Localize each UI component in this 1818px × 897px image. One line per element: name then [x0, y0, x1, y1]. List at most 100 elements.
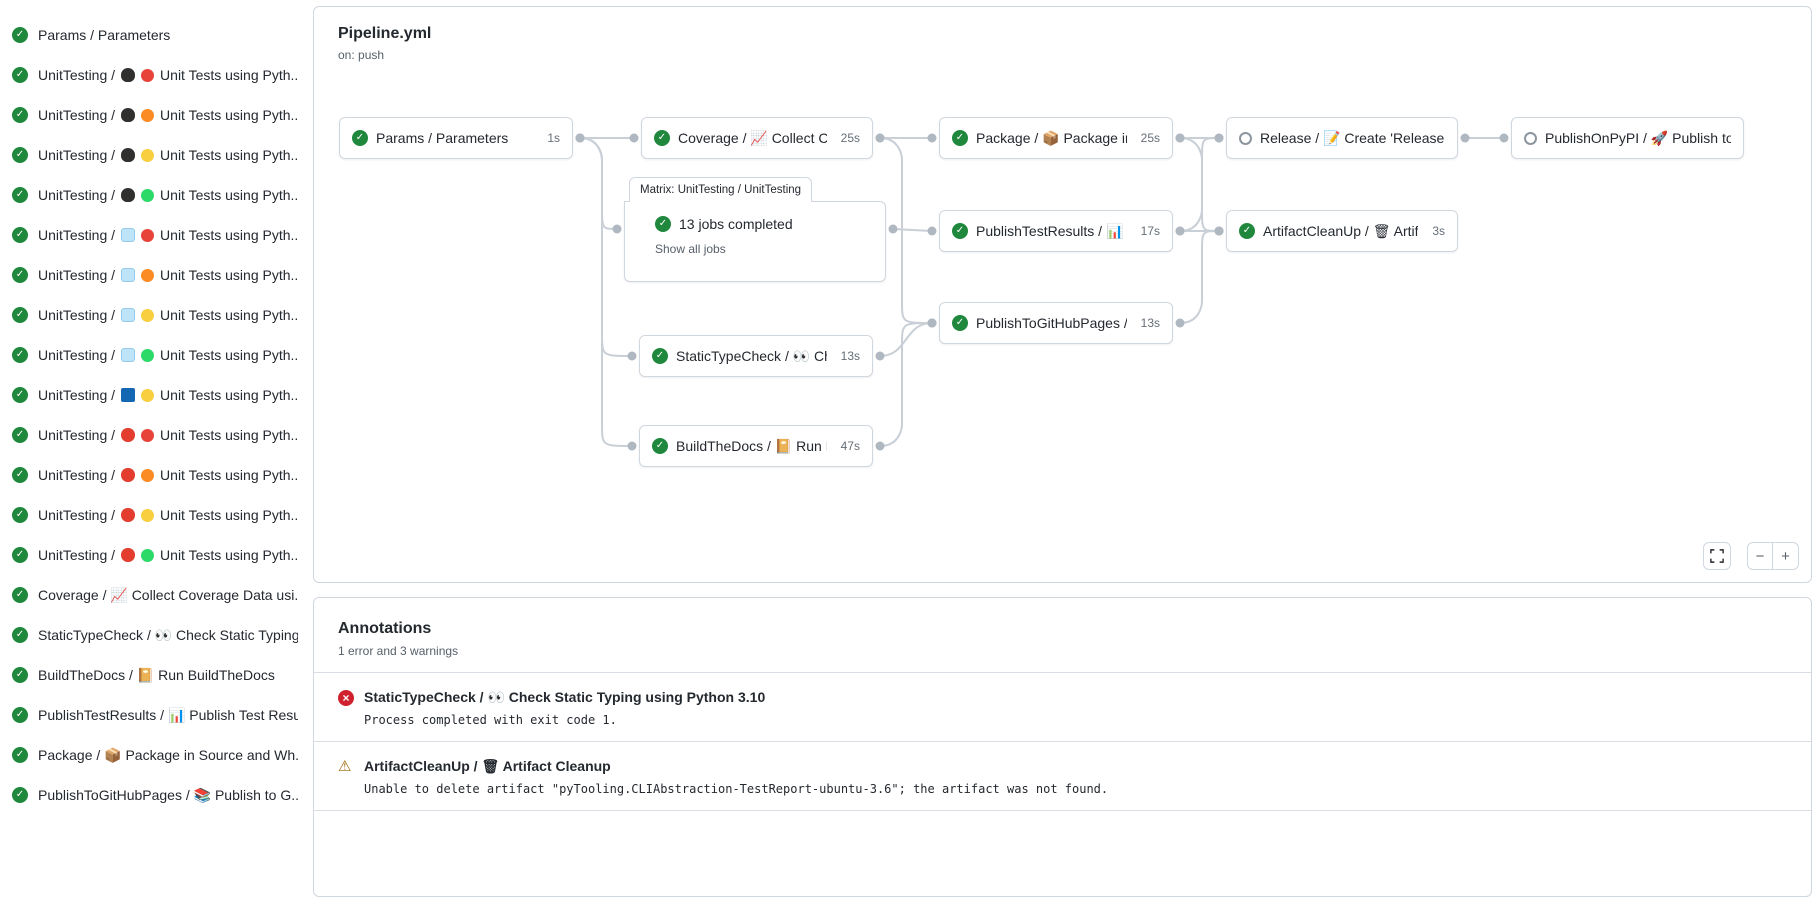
- sidebar-job-item[interactable]: ✓UnitTesting /Unit Tests using Pyth...: [0, 535, 306, 575]
- sidebar-job-item[interactable]: ✓UnitTesting /Unit Tests using Pyth...: [0, 255, 306, 295]
- job-label-text: Params / Parameters: [38, 27, 171, 43]
- job-label: PublishTestResults / 📊 Publish Test Resu…: [38, 707, 298, 724]
- sidebar-job-item[interactable]: ✓UnitTesting /Unit Tests using Pyth...: [0, 215, 306, 255]
- python-orange-dot: [141, 468, 155, 482]
- success-check-icon: ✓: [12, 147, 28, 163]
- connection-dot: [875, 351, 885, 361]
- edge-matrix-to-publishtestresults: [892, 228, 933, 232]
- error-icon: ×: [338, 690, 354, 706]
- job-label-text: Unit Tests using Pyth...: [160, 227, 298, 243]
- sidebar-job-item[interactable]: ✓ UnitTesting /Unit Tests using Pyth...: [0, 95, 306, 135]
- annotation-title[interactable]: StaticTypeCheck / 👀 Check Static Typing …: [364, 689, 766, 705]
- python-red-dot: [141, 228, 155, 242]
- graph-node-publishtestresults[interactable]: ✓PublishTestResults / 📊 Pu...17s: [939, 210, 1173, 252]
- success-check-icon: ✓: [652, 348, 668, 364]
- job-label-text: UnitTesting /: [38, 227, 116, 243]
- success-check-icon: ✓: [952, 223, 968, 239]
- annotations-summary: 1 error and 3 warnings: [338, 644, 459, 658]
- node-duration: 17s: [1140, 224, 1160, 238]
- matrix-label: Matrix: UnitTesting / UnitTesting: [629, 177, 813, 202]
- sidebar-job-item[interactable]: ✓Params / Parameters: [0, 15, 306, 55]
- job-label: UnitTesting /Unit Tests using Pyth...: [38, 307, 298, 323]
- linux-os-icon: [121, 148, 136, 162]
- graph-node-publishonpypi[interactable]: PublishOnPyPI / 🚀 Publish to ...: [1511, 117, 1744, 159]
- sidebar-job-item[interactable]: ✓StaticTypeCheck / 👀 Check Static Typing…: [0, 615, 306, 655]
- sidebar-job-item[interactable]: ✓UnitTesting /Unit Tests using Pyth...: [0, 375, 306, 415]
- sidebar-job-item[interactable]: ✓UnitTesting /Unit Tests using Pyth...: [0, 455, 306, 495]
- success-check-icon: ✓: [655, 216, 671, 232]
- job-label-text: StaticTypeCheck / 👀 Check Static Typing.…: [38, 626, 298, 643]
- python-yellow-dot: [141, 508, 155, 522]
- edge-statictypecheck-to-publishtogithubpages: [879, 322, 933, 357]
- node-duration: 13s: [1140, 316, 1160, 330]
- workflow-graph-card: Pipeline.yml on: push ✓Params / Paramete…: [313, 6, 1812, 583]
- graph-node-release[interactable]: Release / 📝 Create 'Release P...: [1226, 117, 1458, 159]
- ice-os-icon: [121, 268, 136, 282]
- python-green-dot: [141, 188, 155, 202]
- sidebar-job-item[interactable]: ✓Package / 📦 Package in Source and Wh...: [0, 735, 306, 775]
- annotation-detail: Unable to delete artifact "pyTooling.CLI…: [364, 782, 1109, 796]
- graph-node-coverage[interactable]: ✓Coverage / 📈 Collect Cove...25s: [641, 117, 873, 159]
- node-duration: 47s: [840, 439, 860, 453]
- node-duration: 1s: [547, 131, 560, 145]
- job-label: UnitTesting /Unit Tests using Pyth...: [38, 147, 298, 163]
- success-check-icon: ✓: [952, 130, 968, 146]
- job-sidebar: ✓Params / Parameters✓UnitTesting /Unit T…: [0, 0, 306, 815]
- annotation-title[interactable]: ArtifactCleanUp / 🗑 Artifact Cleanup: [364, 758, 611, 774]
- fullscreen-button[interactable]: [1703, 542, 1731, 570]
- python-green-dot: [141, 348, 155, 362]
- connection-dot: [1214, 226, 1224, 236]
- job-label-text: Unit Tests using Pyth...: [160, 507, 298, 523]
- connection-dot: [1175, 318, 1185, 328]
- job-label-text: UnitTesting /: [38, 187, 116, 203]
- zoom-out-button[interactable]: −: [1747, 542, 1773, 570]
- node-label: Coverage / 📈 Collect Cove...: [678, 129, 827, 146]
- sidebar-job-list: ✓Params / Parameters✓UnitTesting /Unit T…: [0, 15, 306, 815]
- sidebar-job-item[interactable]: ✓UnitTesting /Unit Tests using Pyth...: [0, 415, 306, 455]
- connection-dot: [575, 133, 585, 143]
- zoom-in-button[interactable]: +: [1773, 542, 1799, 570]
- connection-dot: [1460, 133, 1470, 143]
- job-label-text: UnitTesting /: [38, 147, 116, 163]
- annotations-card: Annotations 1 error and 3 warnings ×Stat…: [313, 597, 1812, 897]
- sidebar-job-item[interactable]: ✓UnitTesting /Unit Tests using Pyth...: [0, 295, 306, 335]
- python-red-dot: [141, 428, 155, 442]
- sidebar-job-item[interactable]: ✓BuildTheDocs / 📔 Run BuildTheDocs: [0, 655, 306, 695]
- graph-node-publishtogithubpages[interactable]: ✓PublishToGitHubPages / 📚 ...13s: [939, 302, 1173, 344]
- sidebar-job-item[interactable]: ✓UnitTesting /Unit Tests using Pyth...: [0, 175, 306, 215]
- job-label-text: UnitTesting /: [38, 467, 116, 483]
- sidebar-job-item[interactable]: ✓PublishTestResults / 📊 Publish Test Res…: [0, 695, 306, 735]
- job-label: UnitTesting / Unit Tests using Pyth...: [38, 67, 298, 83]
- sidebar-job-item[interactable]: ✓Coverage / 📈 Collect Coverage Data usi.…: [0, 575, 306, 615]
- apple-os-icon: [121, 508, 136, 522]
- job-label: UnitTesting /Unit Tests using Pyth...: [38, 427, 298, 443]
- job-label-text: Unit Tests using Pyth...: [160, 67, 298, 83]
- graph-node-buildthedocs[interactable]: ✓BuildTheDocs / 📔 Run Buil...47s: [639, 425, 873, 467]
- graph-node-statictypecheck[interactable]: ✓StaticTypeCheck / 👀 Chec...13s: [639, 335, 873, 377]
- connection-dot: [627, 351, 637, 361]
- node-label: Release / 📝 Create 'Release P...: [1260, 129, 1445, 146]
- job-label-text: UnitTesting /: [38, 67, 116, 83]
- success-check-icon: ✓: [12, 107, 28, 123]
- python-red-dot: [141, 68, 155, 82]
- python-yellow-dot: [141, 148, 155, 162]
- sidebar-job-item[interactable]: ✓ UnitTesting /Unit Tests using Pyth...: [0, 135, 306, 175]
- job-label: Package / 📦 Package in Source and Wh...: [38, 747, 298, 764]
- job-label: UnitTesting /Unit Tests using Pyth...: [38, 107, 298, 123]
- matrix-summary-node[interactable]: ✓ 13 jobs completed Show all jobs: [624, 201, 886, 282]
- edge-coverage-to-publishtogithubpages: [879, 137, 933, 324]
- apple-os-icon: [121, 468, 136, 482]
- node-label: PublishToGitHubPages / 📚 ...: [976, 314, 1127, 331]
- sidebar-job-item[interactable]: ✓UnitTesting /Unit Tests using Pyth...: [0, 335, 306, 375]
- sidebar-job-item[interactable]: ✓PublishToGitHubPages / 📚 Publish to G..…: [0, 775, 306, 815]
- main-content: Pipeline.yml on: push ✓Params / Paramete…: [313, 6, 1812, 897]
- sidebar-job-item[interactable]: ✓UnitTesting /Unit Tests using Pyth...: [0, 495, 306, 535]
- graph-node-artifactcleanup[interactable]: ✓ArtifactCleanUp / 🗑 Artifac...3s: [1226, 210, 1458, 252]
- connection-dot: [627, 441, 637, 451]
- graph-node-package[interactable]: ✓Package / 📦 Package in So...25s: [939, 117, 1173, 159]
- sidebar-job-item[interactable]: ✓UnitTesting /Unit Tests using Pyth...: [0, 55, 306, 95]
- show-all-jobs-link[interactable]: Show all jobs: [655, 242, 726, 256]
- job-label: UnitTesting /Unit Tests using Pyth...: [38, 547, 298, 563]
